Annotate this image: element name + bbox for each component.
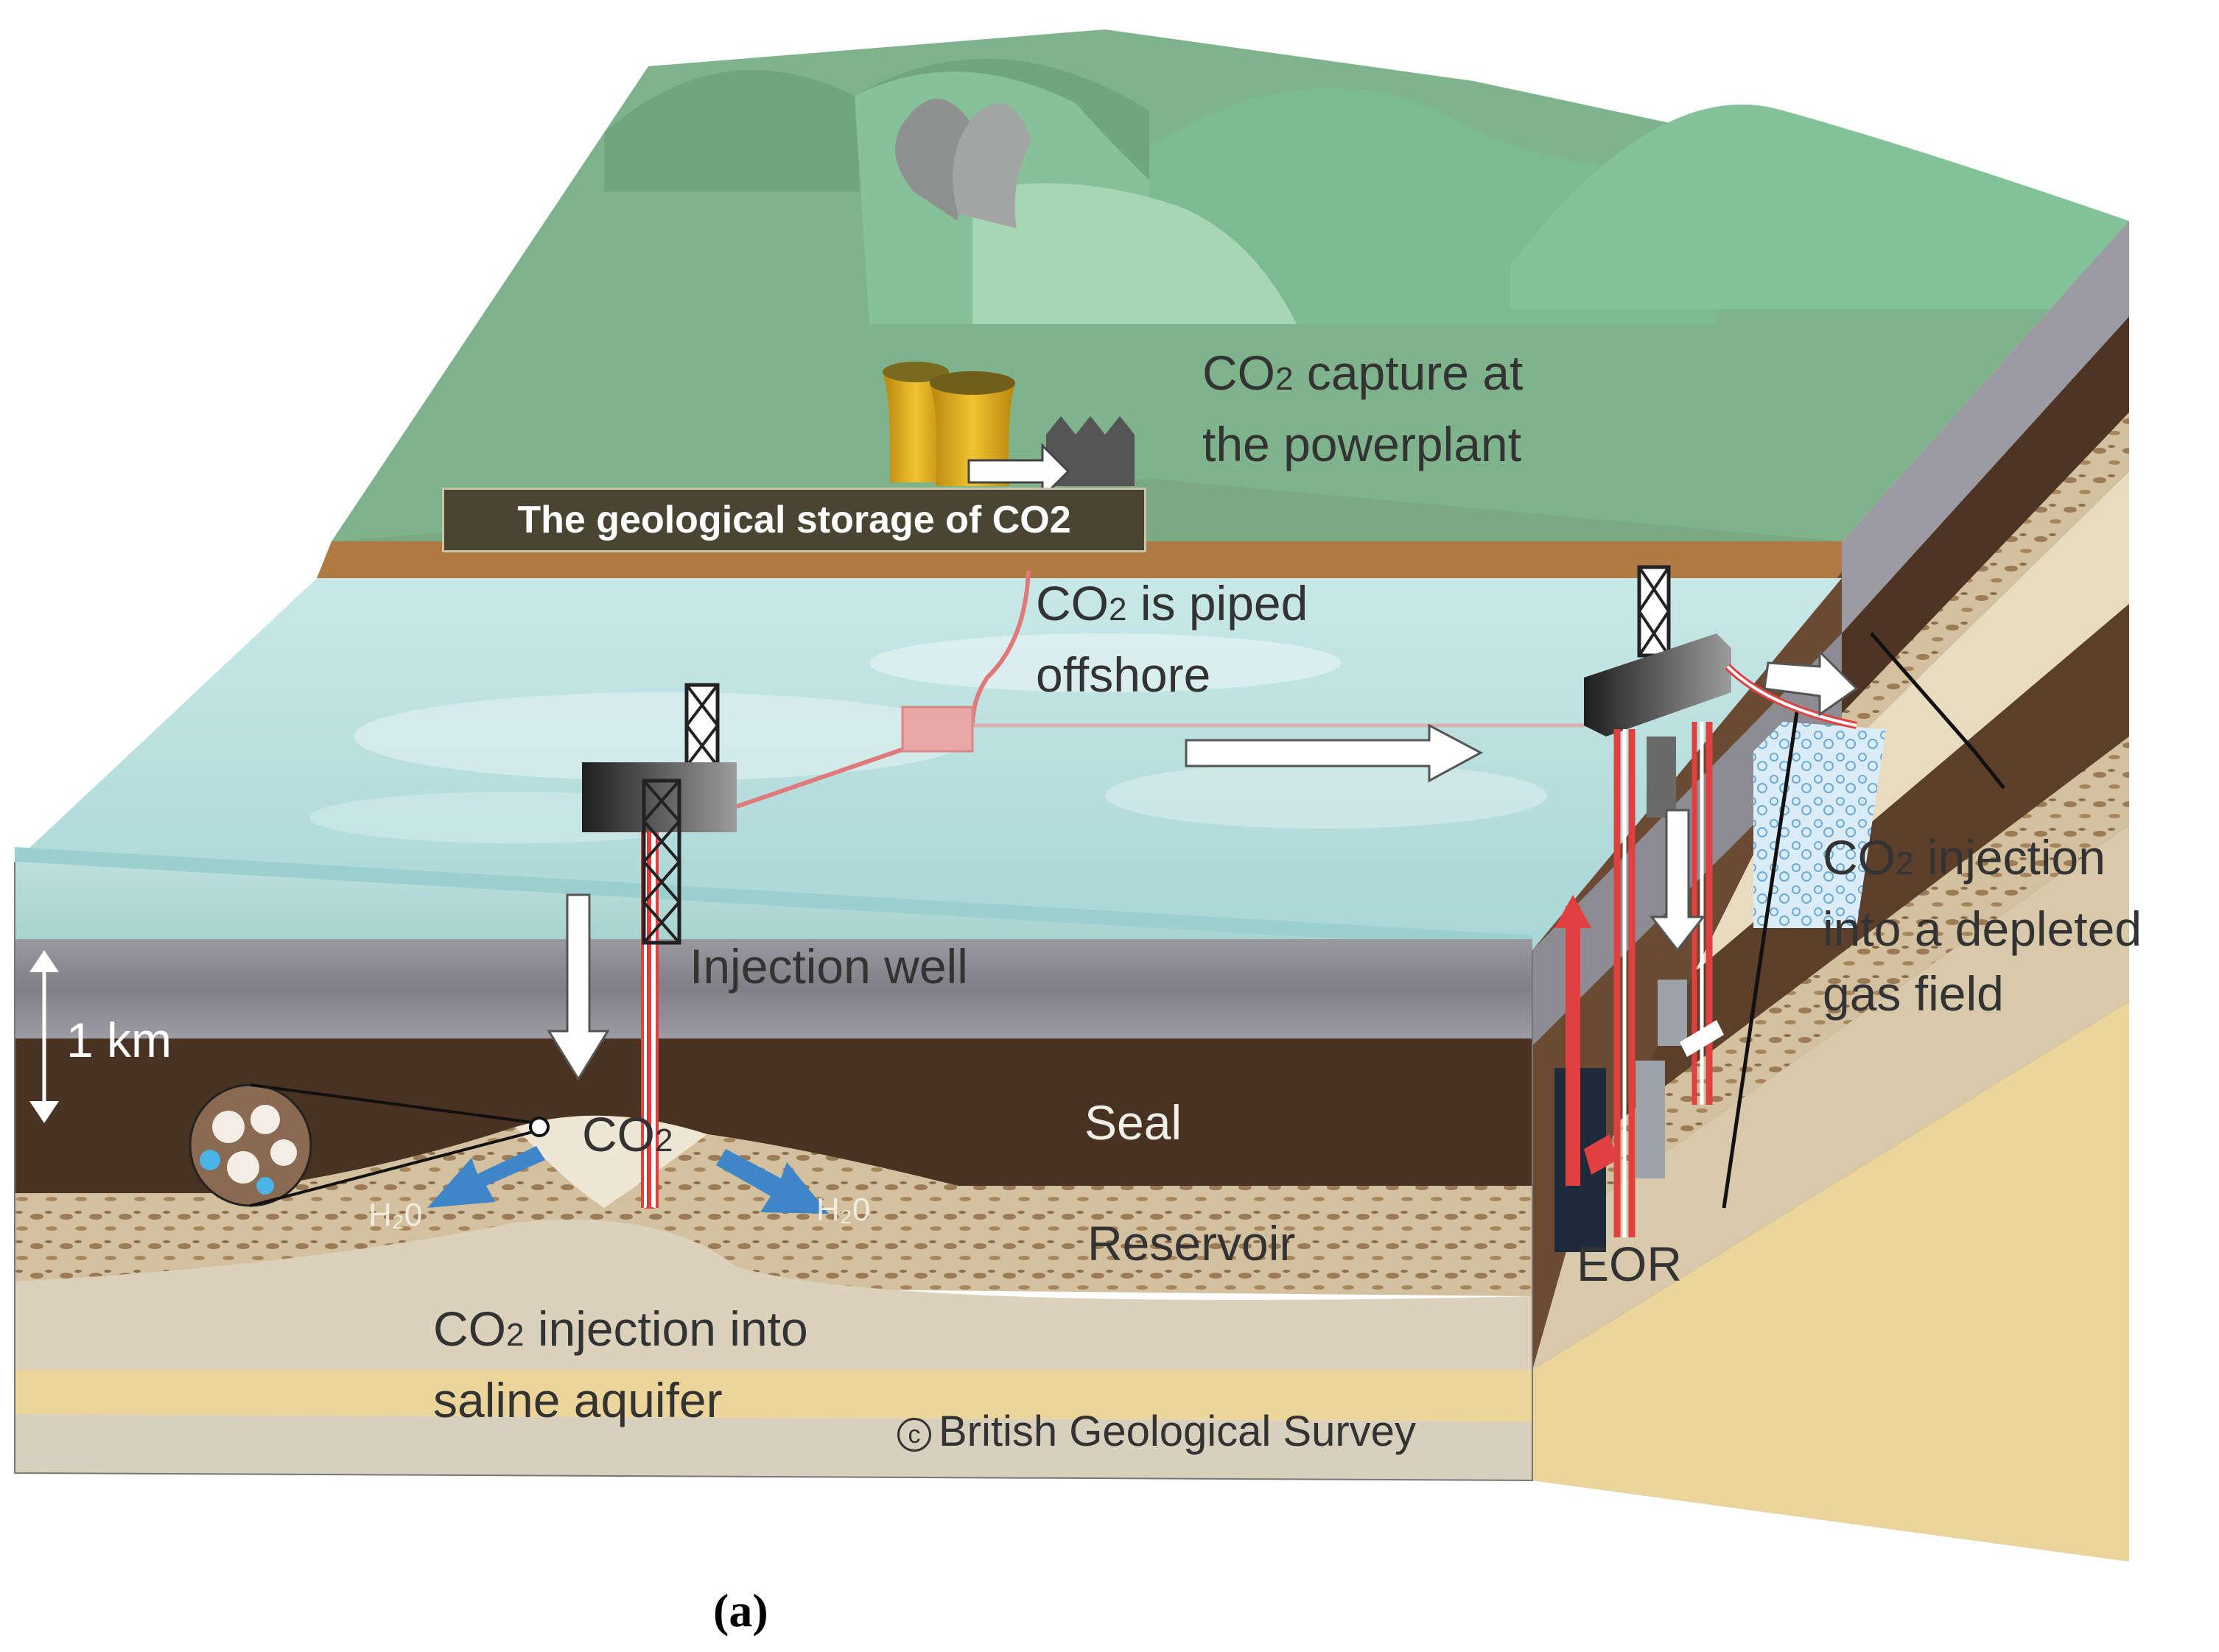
label-h2o-right: H₂0 (816, 1192, 871, 1228)
sea-surface (15, 578, 1842, 950)
eor-platform (1554, 565, 1859, 1252)
label-text: offshore (1036, 647, 1211, 702)
label-depleted-gas-field: CO2 injection into a depleted gas field (1823, 825, 2142, 1026)
label-h2o-left: H₂0 (368, 1197, 423, 1233)
label-text: gas field (1823, 966, 2004, 1021)
injection-platform (582, 683, 737, 1209)
label-text: into a depleted (1823, 901, 2142, 956)
subscript: 2 (506, 1317, 525, 1353)
label-text: injection (1913, 830, 2106, 885)
downward-arrow-left (547, 893, 610, 1081)
subscript: 2 (655, 1122, 673, 1159)
copyright-text: British Geological Survey (939, 1407, 1416, 1455)
label-text: CO (1202, 345, 1275, 400)
label-text: capture at (1293, 345, 1524, 400)
label-text: CO (1036, 576, 1109, 630)
land-surface (332, 29, 2129, 541)
label-text: CO (433, 1301, 506, 1356)
label-co2-piped: CO2 is piped offshore (1036, 571, 1308, 707)
powerplant (883, 99, 1135, 500)
subscript: 2 (1109, 591, 1127, 628)
label-reservoir: Reservoir (1087, 1216, 1296, 1270)
label-scale: 1 km (66, 1013, 172, 1067)
co2-pipelines (736, 570, 1599, 809)
front-cross-section (14, 862, 1533, 1482)
offshore-arrow (1185, 723, 1484, 783)
figure-caption: (a) (713, 1584, 768, 1638)
water-displacement-arrows (427, 1146, 829, 1214)
label-text: saline aquifer (433, 1373, 723, 1427)
copyright-symbol: c (897, 1417, 931, 1452)
label-co2-plume: CO2 (582, 1102, 673, 1173)
caption-text: (a) (713, 1584, 768, 1637)
pore-magnifier (189, 1083, 550, 1207)
label-text: injection into (524, 1301, 808, 1356)
label-seal: Seal (1084, 1095, 1182, 1150)
label-text: is piped (1126, 576, 1308, 630)
diagram-title-banner: The geological storage of CO2 (442, 488, 1146, 552)
label-eor: EOR (1577, 1237, 1683, 1291)
label-injection-well: Injection well (690, 939, 968, 994)
label-text: CO (1823, 830, 1896, 885)
label-saline-aquifer: CO2 injection into saline aquifer (433, 1296, 808, 1433)
scale-bar (29, 950, 59, 1123)
subscript: 2 (1275, 361, 1294, 397)
label-co2-capture: CO2 capture at the powerplant (1202, 340, 1523, 477)
right-strata (1532, 221, 2129, 1561)
label-text: the powerplant (1202, 417, 1521, 471)
subscript: 2 (1896, 846, 1914, 882)
label-text: CO (582, 1107, 655, 1161)
